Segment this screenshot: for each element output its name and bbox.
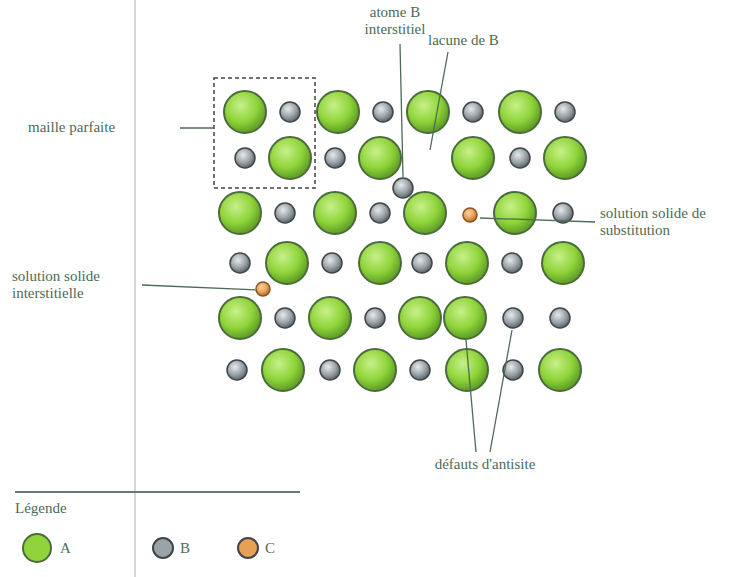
- atom-a: [224, 91, 266, 133]
- legend-swatch: [22, 533, 52, 563]
- atom-b: [555, 102, 575, 122]
- atom-a: [314, 192, 356, 234]
- atom-a: [359, 137, 401, 179]
- antisite-label: défauts d'antisite: [390, 456, 580, 473]
- atom-b: [412, 253, 432, 273]
- atom-b: [235, 148, 255, 168]
- atom-a: [359, 242, 401, 284]
- substitution-label: solution solide de substitution: [600, 205, 730, 239]
- atom-b: [502, 253, 522, 273]
- atom-a: [542, 242, 584, 284]
- atom-b: [322, 253, 342, 273]
- atom-a: [544, 137, 586, 179]
- page-fold: [134, 0, 136, 577]
- atom-b: [393, 178, 413, 198]
- leader-lines: [142, 44, 595, 452]
- atom-a: [219, 192, 261, 234]
- atom-a: [452, 137, 494, 179]
- atom-b: [280, 102, 300, 122]
- atom-a: [494, 192, 536, 234]
- legend-swatch: [237, 537, 259, 559]
- atom-b: [370, 203, 390, 223]
- legend-swatch: [152, 537, 174, 559]
- atom-a: [407, 91, 449, 133]
- atom-b: [325, 148, 345, 168]
- atom-b: [275, 203, 295, 223]
- atom-a: [444, 297, 486, 339]
- atom-a: [266, 242, 308, 284]
- atom-a: [354, 349, 396, 391]
- atom-b: [230, 253, 250, 273]
- atom-c: [256, 282, 270, 296]
- legend-text: B: [180, 540, 190, 557]
- atom-a: [219, 297, 261, 339]
- atom-c: [463, 208, 477, 222]
- atom-a: [262, 349, 304, 391]
- atom-a: [309, 297, 351, 339]
- atom-b: [550, 308, 570, 328]
- atom-b: [275, 308, 295, 328]
- atom-b: [510, 148, 530, 168]
- legend-heading: Légende: [15, 500, 125, 517]
- unit-cell-box: [214, 78, 315, 188]
- atom-b: [503, 308, 523, 328]
- atom-b: [463, 102, 483, 122]
- interstitial-solution-label: solution solide interstitielle: [12, 268, 137, 302]
- atom-b: [320, 360, 340, 380]
- atom-b: [373, 102, 393, 122]
- atom-a: [404, 192, 446, 234]
- atom-b: [227, 360, 247, 380]
- atom-b: [365, 308, 385, 328]
- atom-a: [399, 297, 441, 339]
- atom-a: [446, 242, 488, 284]
- atom-a: [317, 91, 359, 133]
- atom-b: [410, 360, 430, 380]
- legend-rule: [15, 491, 300, 493]
- legend-text: C: [265, 540, 275, 557]
- legend-text: A: [60, 540, 71, 557]
- atom-a: [499, 91, 541, 133]
- atom-a: [539, 349, 581, 391]
- atom-a: [269, 137, 311, 179]
- vacancy-label: lacune de B: [428, 32, 528, 49]
- cell-label: maille parfaite: [28, 119, 178, 136]
